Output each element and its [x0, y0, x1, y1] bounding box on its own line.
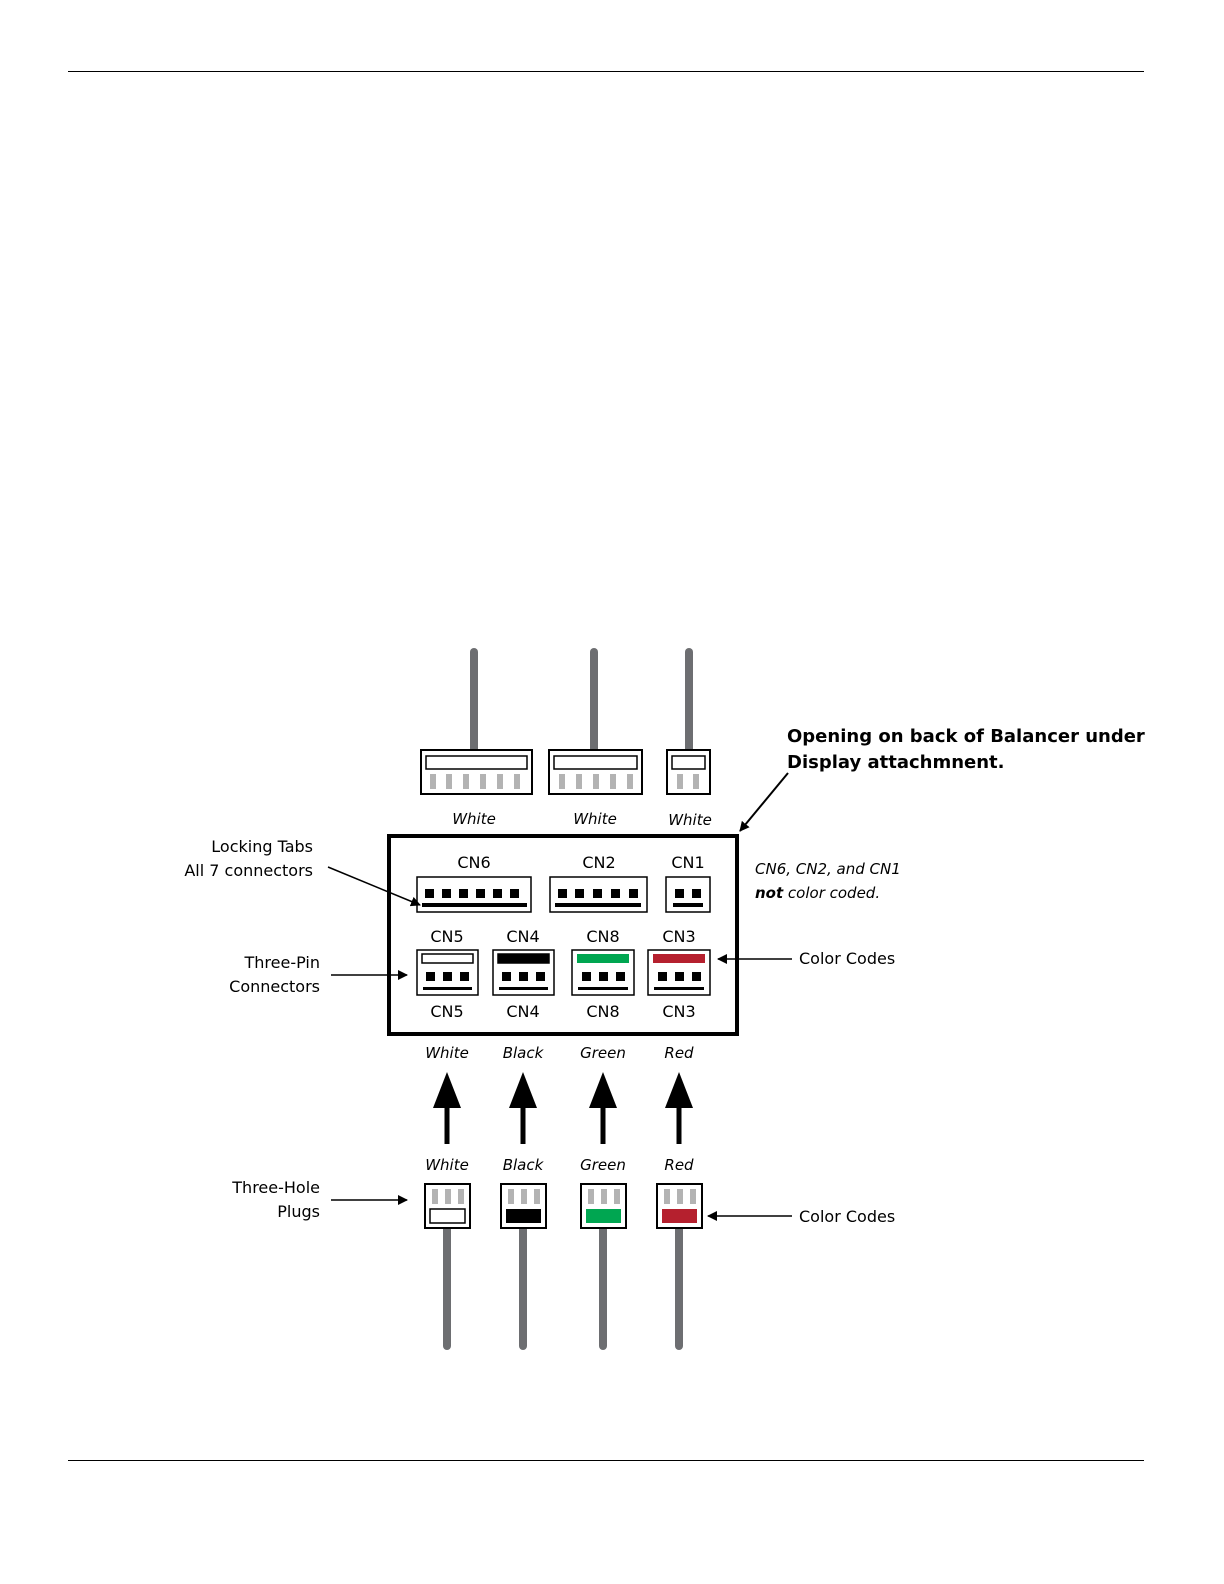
three-pin-label-bottom-cn5: CN5 — [430, 1002, 463, 1021]
locking-tabs-line1: Locking Tabs — [211, 837, 313, 856]
socket-cn8 — [572, 950, 634, 995]
three-pin-label-bottom-cn4: CN4 — [506, 1002, 539, 1021]
plug-black — [501, 1184, 546, 1346]
three-pin-label-top-cn8: CN8 — [586, 927, 619, 946]
three-pin-label-top-cn4: CN4 — [506, 927, 539, 946]
panel-color-red: Red — [664, 1044, 694, 1062]
note-line2-rest: color coded. — [783, 884, 880, 902]
connector-label-cn1: CN1 — [671, 853, 704, 872]
plug-red — [657, 1184, 702, 1346]
three-pin-label-top-cn5: CN5 — [430, 927, 463, 946]
plug-color-white: White — [425, 1156, 469, 1174]
panel-color-white: White — [425, 1044, 469, 1062]
socket-cn6 — [417, 877, 531, 912]
note-line2: not color coded. — [755, 884, 880, 902]
three-pin-label-bottom-cn3: CN3 — [662, 1002, 695, 1021]
socket-cn2 — [550, 877, 647, 912]
socket-cn5 — [417, 950, 478, 995]
three-pin-label-top-cn3: CN3 — [662, 927, 695, 946]
top-plug-cn2 — [549, 652, 642, 794]
locking-tabs-line2: All 7 connectors — [184, 861, 313, 880]
three-hole-callout-line1: Three-Hole — [231, 1178, 320, 1197]
top-plug-cn1 — [667, 652, 710, 794]
color-codes-label-lower: Color Codes — [799, 1207, 895, 1226]
plug-green — [581, 1184, 626, 1346]
socket-cn1 — [666, 877, 710, 912]
panel-title-line2: Display attachmnent. — [787, 752, 1005, 773]
color-codes-label-upper: Color Codes — [799, 949, 895, 968]
panel-color-green: Green — [580, 1044, 626, 1062]
top-plug-color-cn1: White — [668, 811, 712, 829]
panel-title-arrow — [740, 773, 788, 831]
panel-title-line1: Opening on back of Balancer under — [787, 726, 1145, 747]
socket-cn3 — [648, 950, 710, 995]
panel-color-black: Black — [503, 1044, 545, 1062]
top-plug-color-cn2: White — [573, 810, 617, 828]
three-pin-callout-line1: Three-Pin — [244, 953, 320, 972]
plug-color-black: Black — [503, 1156, 545, 1174]
connector-label-cn6: CN6 — [457, 853, 490, 872]
socket-cn4 — [493, 950, 554, 995]
three-pin-label-bottom-cn8: CN8 — [586, 1002, 619, 1021]
plug-color-green: Green — [580, 1156, 626, 1174]
plug-white — [425, 1184, 470, 1346]
three-hole-callout-line2: Plugs — [277, 1202, 320, 1221]
connector-label-cn2: CN2 — [582, 853, 615, 872]
plug-color-red: Red — [664, 1156, 694, 1174]
note-line1: CN6, CN2, and CN1 — [755, 860, 901, 878]
top-plug-color-cn6: White — [452, 810, 496, 828]
three-pin-callout-line2: Connectors — [229, 977, 320, 996]
note-not-bold: not — [755, 884, 784, 902]
insert-arrows — [433, 1072, 693, 1144]
top-plug-cn6 — [421, 652, 532, 794]
